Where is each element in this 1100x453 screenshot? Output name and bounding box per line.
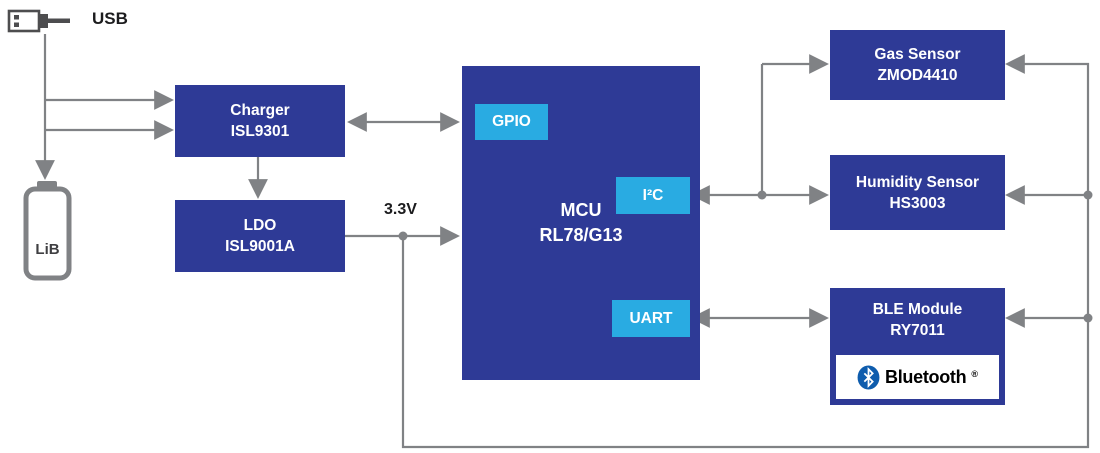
mcu-name: MCU bbox=[560, 200, 602, 220]
rail-voltage-label: 3.3V bbox=[384, 201, 417, 218]
i2c-label: I²C bbox=[642, 186, 664, 204]
charger-block: Charger ISL9301 bbox=[175, 85, 345, 157]
charger-part-number: ISL9301 bbox=[230, 123, 290, 140]
i2c-port-block: I²C bbox=[616, 177, 690, 214]
gas-sensor-name: Gas Sensor bbox=[874, 46, 961, 63]
ldo-block: LDO ISL9001A bbox=[175, 200, 345, 272]
ble-module-part-number: RY7011 bbox=[890, 322, 945, 339]
junction-dot bbox=[1083, 313, 1093, 323]
usb-plug-icon bbox=[7, 9, 70, 33]
ldo-name: LDO bbox=[243, 217, 277, 234]
ldo-part-number: ISL9001A bbox=[225, 238, 295, 255]
battery-label: LiB bbox=[35, 241, 60, 258]
gpio-port-block: GPIO bbox=[475, 104, 548, 140]
ble-module-name: BLE Module bbox=[872, 301, 963, 318]
humidity-sensor-name: Humidity Sensor bbox=[855, 173, 980, 191]
gas-sensor-part-number: ZMOD4410 bbox=[877, 67, 958, 84]
ble-module-block: BLE Module RY7011 Bluetooth ® bbox=[830, 288, 1005, 405]
gas-sensor-block: Gas Sensor ZMOD4410 bbox=[830, 30, 1005, 100]
gpio-label: GPIO bbox=[492, 113, 531, 130]
registered-trademark-symbol: ® bbox=[971, 369, 978, 379]
humidity-sensor-part-number: HS3003 bbox=[889, 194, 946, 212]
uart-port-block: UART bbox=[612, 300, 690, 337]
bluetooth-icon bbox=[857, 365, 880, 389]
battery-icon bbox=[23, 181, 72, 281]
bluetooth-wordmark: Bluetooth bbox=[885, 366, 967, 387]
mcu-part-number: RL78/G13 bbox=[539, 225, 623, 245]
humidity-sensor-block: Humidity Sensor HS3003 bbox=[830, 155, 1005, 230]
junction-dot bbox=[398, 231, 408, 241]
bluetooth-badge: Bluetooth ® bbox=[836, 355, 999, 399]
uart-label: UART bbox=[629, 309, 673, 327]
charger-name: Charger bbox=[230, 102, 290, 119]
junction-dot bbox=[757, 190, 767, 200]
usb-label: USB bbox=[92, 9, 128, 28]
junction-dot bbox=[1083, 190, 1093, 200]
